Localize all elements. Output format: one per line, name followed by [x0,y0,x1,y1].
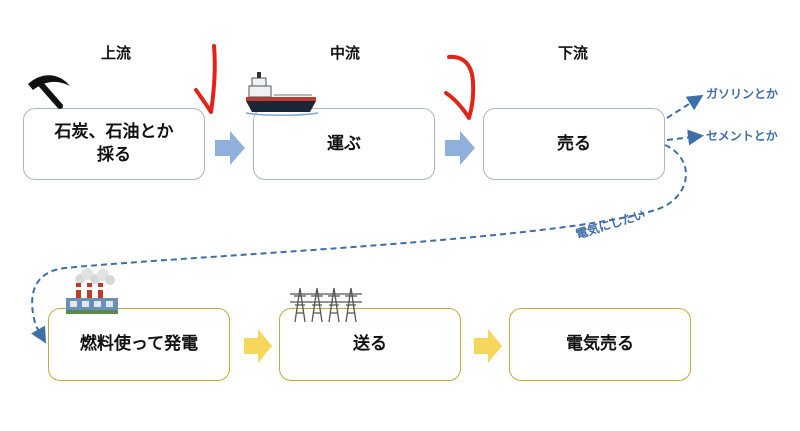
transmission-tower-icon [290,287,362,323]
box-transmit-label: 送る [353,334,387,355]
box-generate-label: 燃料使って発電 [79,334,199,355]
box-sell-electricity-label: 電気売る [566,334,634,355]
flow-arrow-top-2 [445,131,475,165]
heading-downstream: 下流 [557,44,588,62]
red-mark-1 [194,44,217,114]
heading-upstream: 上流 [100,44,131,62]
box-sell-electricity: 電気売る [509,308,691,381]
box-sell: 売る [483,108,665,180]
red-mark-2 [444,54,476,120]
power-plant-icon [66,268,118,314]
box-transport-label: 運ぶ [327,133,361,154]
heading-midstream: 中流 [329,44,360,62]
output-gasoline-label: ガソリンとか [706,87,779,101]
dashed-path-to-power [31,144,687,344]
tanker-ship-icon [245,72,319,116]
flow-arrow-bottom-2 [474,329,502,363]
flow-arrow-bottom-1 [244,329,272,363]
box-transport: 運ぶ [253,108,435,180]
box-sell-label: 売る [557,133,591,154]
dashed-arrow-cement [666,129,704,146]
box-extract-label: 石炭、石油とか 採る [54,122,174,165]
output-cement-label: セメントとか [706,129,778,143]
pickaxe-icon [28,75,70,109]
box-extract: 石炭、石油とか 採る [23,108,205,180]
box-generate: 燃料使って発電 [48,308,230,381]
dashed-arrow-gasoline [666,94,704,119]
flow-arrow-top-1 [215,131,245,165]
box-transmit: 送る [279,308,461,381]
